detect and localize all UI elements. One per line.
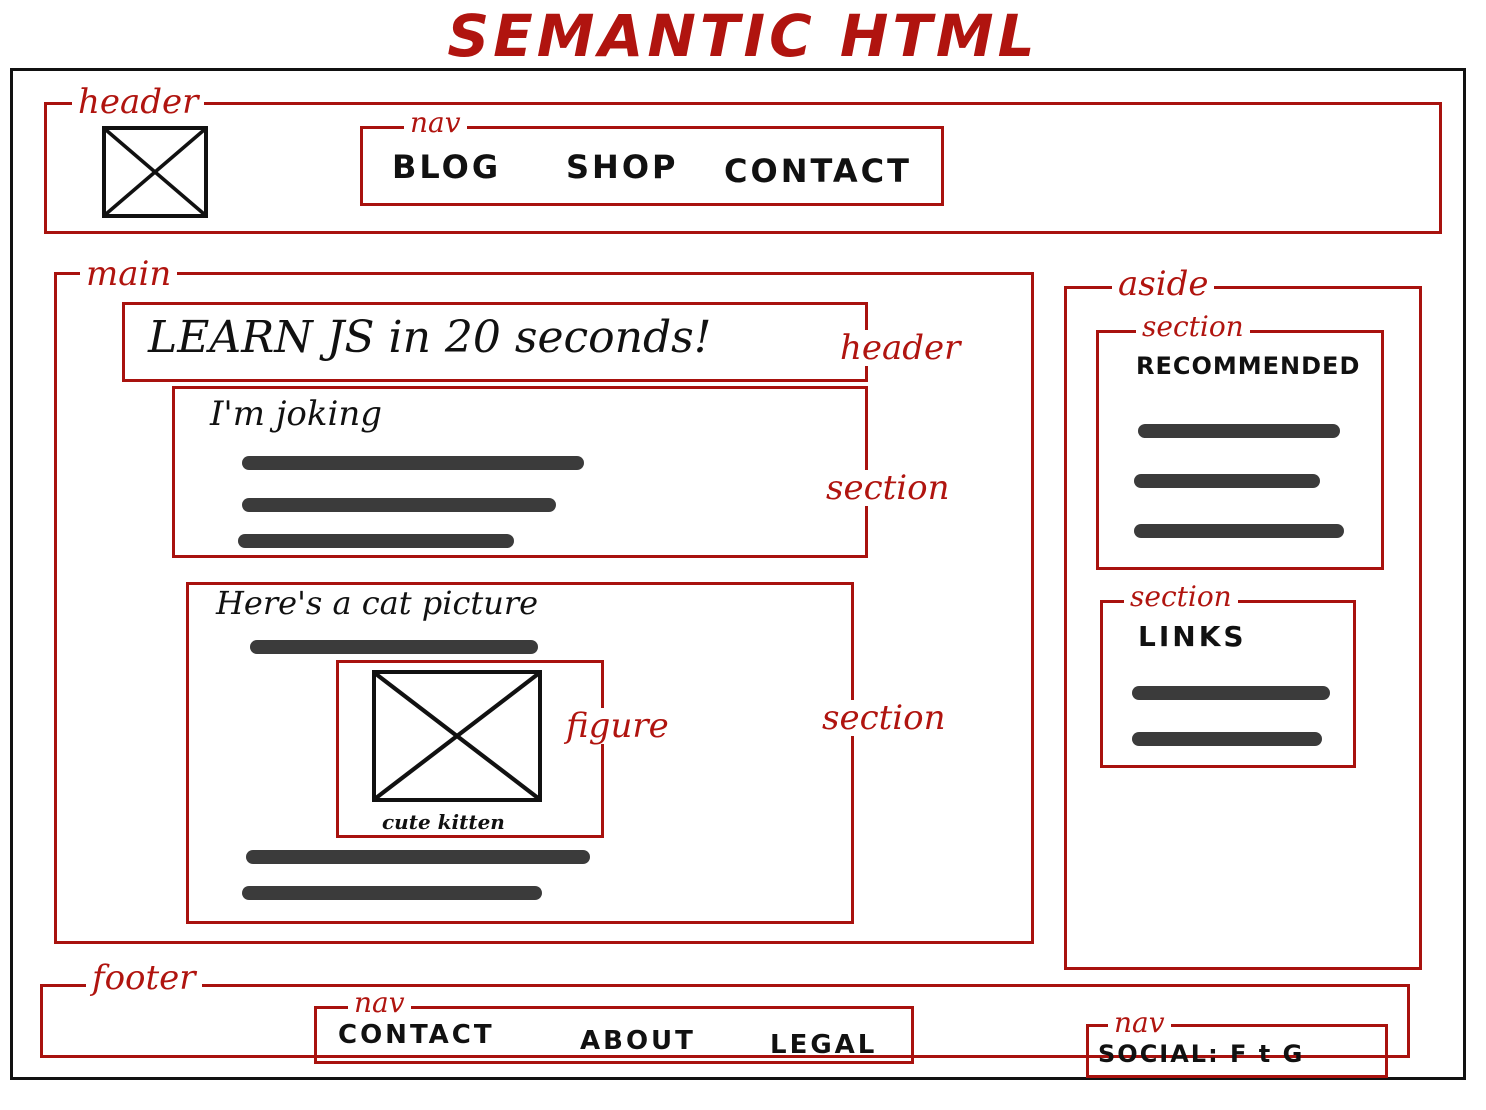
footer-link-contact[interactable]: CONTACT xyxy=(338,1020,495,1050)
text-line xyxy=(246,850,590,864)
text-line[interactable] xyxy=(1134,524,1344,538)
text-line[interactable] xyxy=(1132,732,1322,746)
figure-caption: cute kitten xyxy=(382,810,505,834)
text-line xyxy=(242,498,556,512)
section2-label: section xyxy=(816,700,952,736)
footer-box xyxy=(40,984,1410,1058)
figure-box xyxy=(336,660,604,838)
footer-link-about[interactable]: ABOUT xyxy=(580,1026,696,1056)
links-heading: LINKS xyxy=(1138,620,1247,653)
image-placeholder-icon xyxy=(372,670,542,802)
footer-nav-box xyxy=(314,1006,914,1064)
text-line[interactable] xyxy=(1134,474,1320,488)
logo-placeholder-icon xyxy=(102,126,208,218)
footer-label: footer xyxy=(86,960,202,996)
text-line[interactable] xyxy=(1132,686,1330,700)
aside-section1-label: section xyxy=(1136,312,1250,342)
figure-label: figure xyxy=(560,708,675,744)
aside-label: aside xyxy=(1112,266,1215,302)
header-nav-box xyxy=(360,126,944,206)
footer-link-legal[interactable]: LEGAL xyxy=(770,1030,878,1060)
text-line xyxy=(242,456,584,470)
recommended-heading: RECOMMENDED xyxy=(1136,352,1361,380)
nav-link-contact[interactable]: CONTACT xyxy=(724,152,912,190)
social-links[interactable]: SOCIAL: F t G xyxy=(1098,1040,1305,1068)
aside-section2-label: section xyxy=(1124,582,1238,612)
section1-label: section xyxy=(820,470,956,506)
section2-box xyxy=(186,582,854,924)
social-nav-label: nav xyxy=(1108,1008,1171,1038)
social-nav-box xyxy=(1086,1024,1388,1078)
main-header-label: header xyxy=(834,330,967,366)
nav-link-blog[interactable]: BLOG xyxy=(392,148,502,186)
main-heading: LEARN JS in 20 seconds! xyxy=(148,312,712,363)
text-line xyxy=(250,640,538,654)
main-box xyxy=(54,272,1034,944)
text-line xyxy=(238,534,514,548)
header-label: header xyxy=(72,84,205,120)
section1-title: I'm joking xyxy=(210,394,382,434)
text-line xyxy=(242,886,542,900)
text-line[interactable] xyxy=(1138,424,1340,438)
aside-box xyxy=(1064,286,1422,970)
footer-nav-label: nav xyxy=(348,988,411,1018)
header-nav-label: nav xyxy=(404,108,467,138)
nav-link-shop[interactable]: SHOP xyxy=(566,148,679,186)
page-frame xyxy=(10,68,1466,1080)
main-label: main xyxy=(80,256,178,292)
diagram-title: SEMANTIC HTML xyxy=(447,2,1039,70)
section2-title: Here's a cat picture xyxy=(216,584,539,622)
header-box xyxy=(44,102,1442,234)
